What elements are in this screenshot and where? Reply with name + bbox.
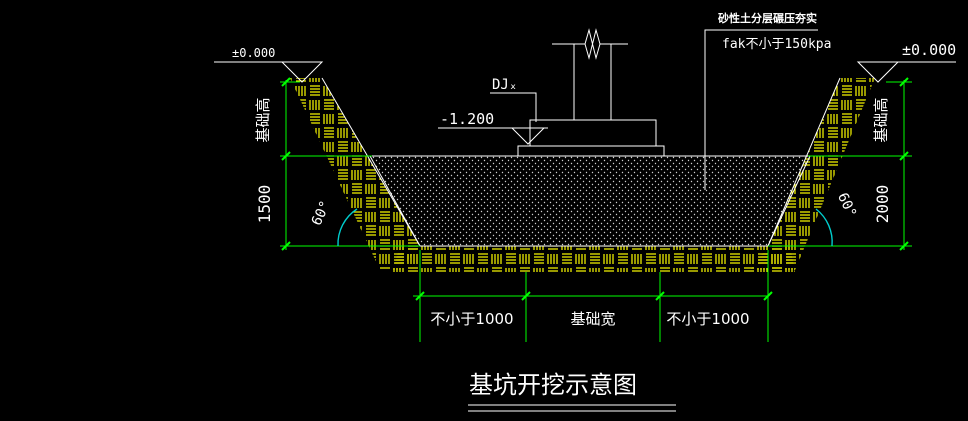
- bottom-right-dim: 不小于1000: [666, 310, 749, 328]
- elev-found-triangle: [510, 127, 546, 145]
- angle-arc-right: [815, 208, 833, 247]
- diagram-title: 基坑开挖示意图: [469, 371, 637, 399]
- foundation-tag: DJₓ: [492, 77, 517, 93]
- foundation-footing: [517, 145, 665, 157]
- note-compaction: 砂性土分层碾压夯实: [718, 11, 817, 25]
- elev-left-triangle: [280, 61, 324, 83]
- left-slope-line: [321, 77, 421, 247]
- elev-right-triangle: [856, 61, 900, 83]
- note-leader: [704, 29, 818, 190]
- angle-arc-left: [337, 208, 358, 247]
- depth-label-right: 基础高: [872, 97, 890, 142]
- bottom-left-dim: 不小于1000: [430, 310, 513, 328]
- left-slope-hatch: [290, 78, 420, 270]
- elev-right-label: ±0.000: [902, 41, 956, 59]
- angle-left: 60°: [309, 198, 334, 228]
- dimension-lines: [280, 80, 912, 342]
- elev-left-label: ±0.000: [232, 46, 275, 60]
- note-bearing: fak不小于150kpa: [722, 37, 831, 52]
- foundation-pedestal: [529, 119, 657, 147]
- dim-left-1500: 1500: [255, 185, 274, 224]
- elev-found-label: -1.200: [440, 110, 494, 128]
- dim-right-2000: 2000: [873, 185, 892, 224]
- column-break-line-2: [584, 28, 601, 60]
- angle-right: 60°: [834, 190, 859, 220]
- foundation-tag-leader: [490, 92, 537, 122]
- compacted-fill: [369, 155, 811, 247]
- bottom-mid-dim: 基础宽: [570, 310, 615, 328]
- right-slope-hatch: [750, 78, 875, 270]
- depth-label-left: 基础高: [254, 97, 272, 142]
- dimension-ticks: [281, 77, 909, 301]
- bottom-hatch: [392, 246, 795, 272]
